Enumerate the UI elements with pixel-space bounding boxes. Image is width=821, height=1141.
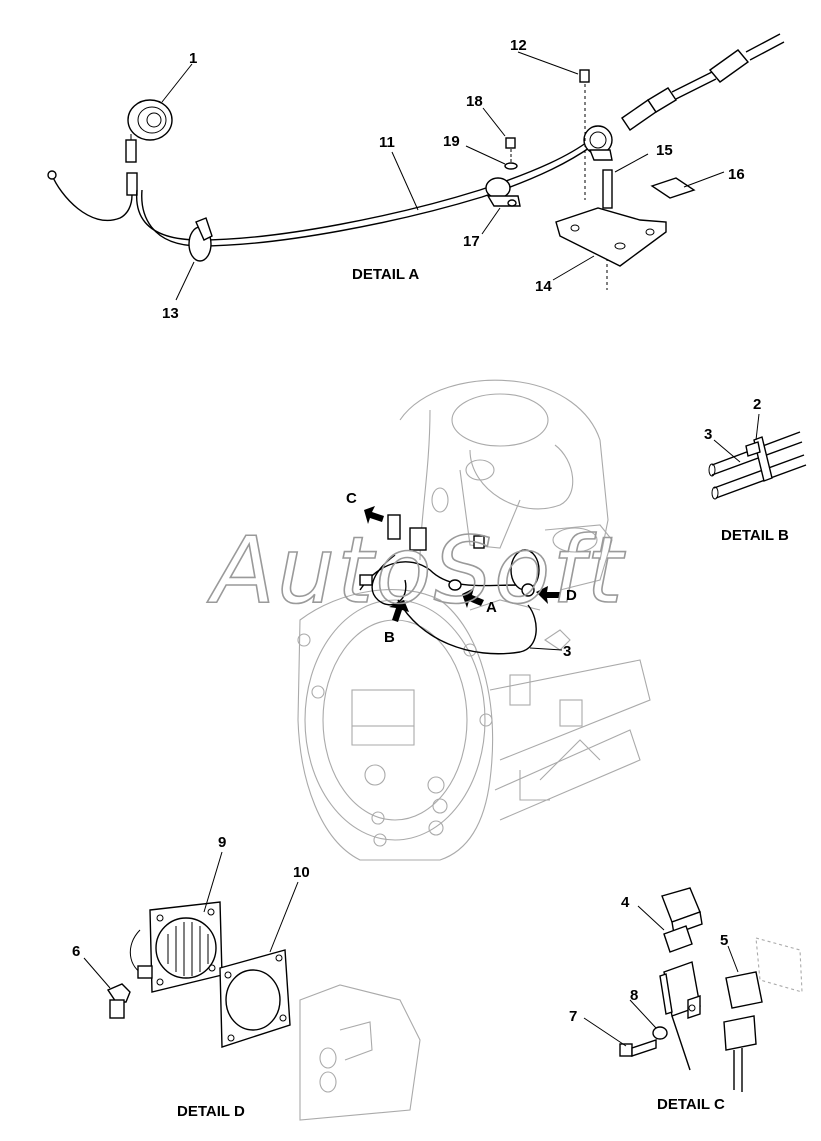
connector-plug (583, 33, 785, 161)
bolt-18 (505, 137, 516, 149)
callout-9: 9 (218, 834, 226, 851)
arrow-d (536, 586, 560, 604)
callout-14: 14 (535, 278, 552, 295)
flange-9 (130, 901, 223, 993)
bolt-15 (602, 169, 613, 209)
watermark: AutoSoft (207, 517, 626, 624)
engine-view (297, 379, 651, 861)
arrow-b (389, 600, 409, 622)
callout-17: 17 (463, 233, 480, 250)
caption-detail-a: DETAIL A (352, 266, 419, 283)
callout-8: 8 (630, 987, 638, 1004)
callout-3-engine: 3 (563, 643, 571, 660)
arrow-label-a: A (486, 599, 497, 616)
bracket-14 (555, 207, 667, 267)
callout-13: 13 (162, 305, 179, 322)
caption-detail-b: DETAIL B (721, 527, 789, 544)
callout-18: 18 (466, 93, 483, 110)
callout-10: 10 (293, 864, 310, 881)
detail-b-group (708, 413, 807, 500)
fuse-4 (663, 925, 693, 953)
fuse-holder (659, 961, 701, 1071)
caption-detail-c: DETAIL C (657, 1096, 725, 1113)
caption-detail-d: DETAIL D (177, 1103, 245, 1120)
mounting-bracket (755, 937, 803, 993)
callout-16: 16 (728, 166, 745, 183)
elbow-fitting-6 (106, 983, 131, 1019)
callout-1: 1 (189, 50, 197, 67)
ground-wire (51, 174, 133, 221)
arrow-label-b: B (384, 629, 395, 646)
relay-5 (723, 971, 763, 1092)
arrow-label-d: D (566, 587, 577, 604)
callout-3-detail-b: 3 (704, 426, 712, 443)
arrow-label-c: C (346, 490, 357, 507)
callout-11: 11 (379, 134, 395, 151)
callout-5: 5 (720, 932, 728, 949)
plate-16 (650, 177, 696, 199)
callout-2: 2 (753, 396, 761, 413)
callout-15: 15 (656, 142, 673, 159)
callout-4: 4 (621, 894, 630, 911)
detail-a-group (47, 33, 785, 301)
callout-7: 7 (569, 1008, 577, 1025)
bolt-12 (579, 69, 590, 83)
washer-19 (504, 162, 518, 170)
detail-d-group (83, 851, 421, 1121)
arrow-a (462, 588, 484, 608)
callout-6: 6 (72, 943, 80, 960)
callout-12: 12 (510, 37, 527, 54)
sensor-part-1 (125, 99, 173, 163)
callout-19: 19 (443, 133, 460, 150)
detail-c-group (583, 887, 803, 1092)
gasket-10 (219, 949, 291, 1048)
arrow-c (364, 506, 384, 524)
washer-8 (652, 1026, 668, 1040)
bolt-7 (619, 1039, 657, 1057)
tie-strap-2 (745, 436, 773, 482)
clamp-17 (485, 177, 521, 207)
